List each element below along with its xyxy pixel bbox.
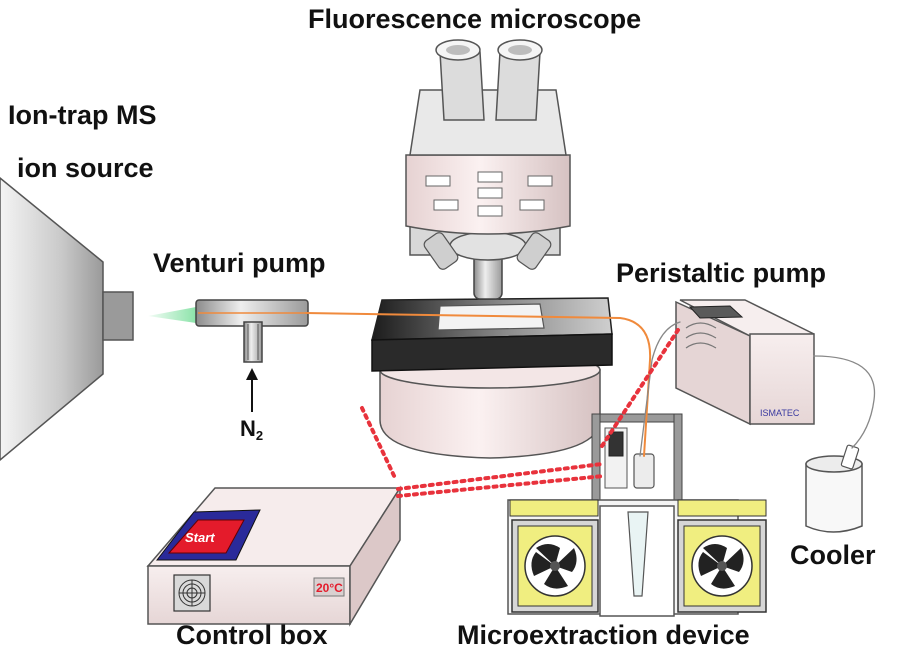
peristaltic-pump: ISMATEC bbox=[675, 299, 815, 426]
extraction-tube bbox=[627, 511, 649, 597]
control-box: Start 20°C bbox=[146, 485, 402, 627]
electrical-connections bbox=[360, 328, 680, 498]
eyepiece-left bbox=[439, 51, 485, 121]
nitrogen-arrow bbox=[246, 368, 258, 412]
capillary-tubing bbox=[305, 312, 876, 457]
label-peristaltic-pump: Peristaltic pump bbox=[616, 258, 827, 288]
venturi-pump bbox=[148, 299, 309, 363]
label-fluorescence-microscope: Fluorescence microscope bbox=[308, 4, 642, 34]
vent-fan-icon bbox=[173, 574, 211, 612]
temperature-readout: 20°C bbox=[316, 581, 343, 595]
label-microextraction-device: Microextraction device bbox=[457, 620, 750, 650]
fan-left-icon bbox=[509, 499, 599, 613]
label-n2: N2 bbox=[240, 416, 264, 443]
electrospray-plume bbox=[148, 307, 196, 323]
eyepiece-right bbox=[495, 51, 541, 121]
fluorescence-microscope bbox=[371, 39, 613, 459]
label-n2-main: N bbox=[240, 416, 256, 441]
label-cooler: Cooler bbox=[790, 540, 876, 570]
start-button[interactable] bbox=[167, 519, 245, 554]
label-control-box: Control box bbox=[176, 620, 328, 650]
ms-inlet bbox=[102, 291, 134, 341]
ismatec-brand: ISMATEC bbox=[760, 408, 800, 418]
microextraction-device bbox=[507, 413, 767, 617]
start-button-label: Start bbox=[185, 530, 215, 545]
label-ion-trap-ms: Ion-trap MS bbox=[8, 100, 157, 130]
label-ion-source: ion source bbox=[17, 153, 154, 183]
label-n2-subscript: 2 bbox=[255, 428, 264, 443]
microscope-slide bbox=[437, 303, 545, 331]
label-venturi-pump: Venturi pump bbox=[153, 248, 326, 278]
fan-right-icon bbox=[677, 499, 767, 613]
temperature-display bbox=[313, 577, 345, 597]
syringe bbox=[633, 453, 655, 489]
cooler bbox=[805, 444, 863, 533]
ion-trap-ms-ion-source bbox=[0, 177, 134, 461]
